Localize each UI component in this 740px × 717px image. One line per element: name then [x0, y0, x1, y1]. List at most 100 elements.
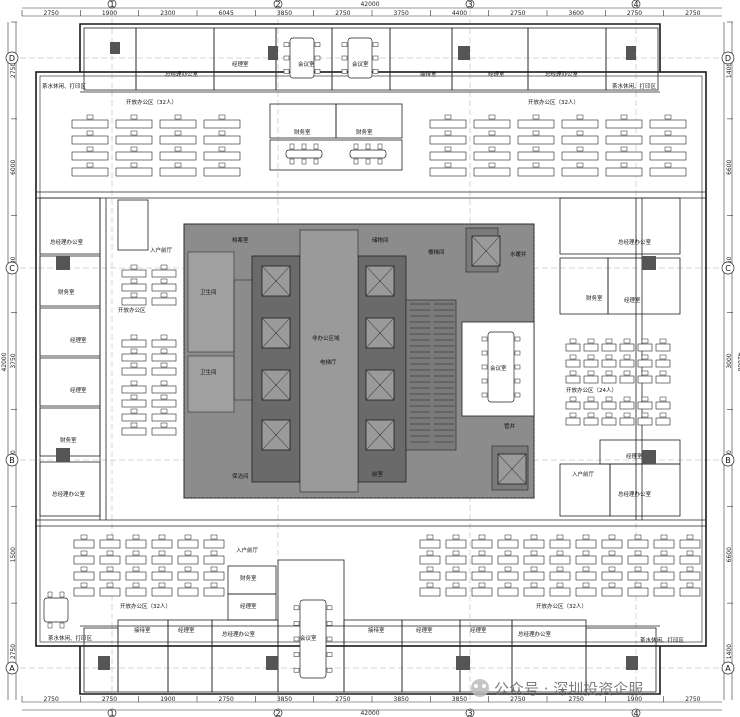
- desk-chair: [582, 582, 590, 588]
- meeting-chair: [372, 69, 379, 74]
- workstation-desk: [497, 587, 519, 597]
- workstation-desk: [121, 283, 147, 292]
- desk-chair: [86, 162, 94, 168]
- meeting-chair: [47, 591, 53, 598]
- label-mgr-bottom-3: 经理室: [416, 626, 433, 634]
- workstation-desk: [601, 375, 617, 384]
- desk-chair: [641, 338, 649, 344]
- meeting-chair: [341, 55, 348, 61]
- workstation-desk: [73, 539, 95, 549]
- desk-chair: [587, 370, 595, 376]
- workstation-desk: [679, 571, 701, 581]
- label-exec-top-left: 总经理办公室: [165, 70, 199, 78]
- workstation-desk: [619, 359, 635, 368]
- desk-chair: [686, 566, 694, 572]
- dimBottom-label: 1900: [160, 696, 175, 703]
- meeting-chair: [326, 667, 333, 673]
- label-wc-1: 卫生间: [200, 288, 217, 296]
- label-mgr-left-2: 经理室: [70, 386, 87, 394]
- workstation-desk: [99, 555, 121, 565]
- label-open-right: 开放办公区（24人）: [566, 386, 617, 394]
- dimBottom-label: 3850: [394, 696, 409, 703]
- label-tea-top-left: 茶水休闲、打印区: [42, 82, 87, 90]
- workstation-desk: [125, 539, 147, 549]
- workstation-desk: [203, 587, 225, 597]
- grid-row-a-right: A: [725, 664, 731, 673]
- workstation-desk: [601, 571, 623, 581]
- desk-chair: [160, 278, 168, 284]
- workstation-desk: [473, 119, 511, 129]
- dimTop-label: 6045: [219, 10, 234, 17]
- workstation-desk: [575, 587, 597, 597]
- workstation-desk: [649, 135, 687, 145]
- workstation-desk: [575, 555, 597, 565]
- label-shaft: 管井: [504, 422, 516, 430]
- dimTop-label: 3600: [569, 10, 584, 17]
- meeting-chair: [326, 652, 333, 657]
- desk-chair: [478, 582, 486, 588]
- desk-chair: [569, 396, 577, 402]
- workstation-desk: [549, 555, 571, 565]
- meeting-chair: [481, 350, 488, 356]
- desk-chair: [532, 162, 540, 168]
- desk-chair: [160, 348, 168, 354]
- workstation-desk: [637, 375, 653, 384]
- label-mgr-right-1: 经理室: [624, 296, 641, 304]
- workstation-desk: [177, 587, 199, 597]
- label-stair: 楼梯间: [428, 248, 445, 256]
- workstation-desk: [429, 167, 467, 177]
- workstation-desk: [151, 339, 177, 348]
- desk-chair: [130, 278, 138, 284]
- workstation-desk: [549, 587, 571, 597]
- workstation-desk: [71, 135, 109, 145]
- desk-chair: [686, 550, 694, 556]
- workstation-desk: [619, 417, 635, 426]
- workstation-desk: [471, 555, 493, 565]
- desk-chair: [582, 550, 590, 556]
- label-tea-bottom-right: 茶水休闲、打印区: [640, 636, 685, 644]
- desk-chair: [488, 114, 496, 120]
- desk-chair: [218, 146, 226, 152]
- desk-chair: [620, 162, 628, 168]
- workstation-desk: [523, 587, 545, 597]
- desk-chair: [184, 550, 192, 556]
- grid-col-2-bottom: 2: [275, 709, 280, 717]
- workstation-desk: [679, 587, 701, 597]
- grid-col-3-bottom: 3: [467, 709, 472, 717]
- workstation-desk: [601, 343, 617, 352]
- grid-row-b-left: B: [9, 456, 15, 465]
- workstation-desk: [203, 151, 241, 161]
- desk-chair: [582, 566, 590, 572]
- workstation-desk: [549, 571, 571, 581]
- desk-chair: [444, 162, 452, 168]
- workstation-desk: [159, 135, 197, 145]
- workstation-desk: [649, 119, 687, 129]
- elevator-cross: [261, 317, 291, 349]
- desk-chair: [184, 566, 192, 572]
- elevator-cross: [365, 317, 395, 349]
- desk-chair: [478, 534, 486, 540]
- label-open-bottom-left: 开放办公区（32人）: [120, 602, 171, 610]
- workstation-desk: [605, 151, 643, 161]
- meeting-chair: [293, 621, 300, 626]
- workstation-desk: [565, 343, 581, 352]
- desk-chair: [174, 114, 182, 120]
- desk-chair: [210, 534, 218, 540]
- top-rooms: [83, 27, 659, 171]
- workstation-desk: [121, 399, 147, 408]
- meeting-chair: [341, 69, 348, 74]
- workstation-desk: [151, 427, 177, 436]
- workstation-desk: [445, 539, 467, 549]
- workstation-desk: [601, 539, 623, 549]
- label-reception-bottom-2: 接待室: [368, 626, 385, 634]
- label-mgr-left-1: 经理室: [70, 336, 87, 344]
- dimBottom-label: 1900: [627, 696, 642, 703]
- workstation-desk: [121, 367, 147, 376]
- workstation-desk: [565, 401, 581, 410]
- desk-chair: [488, 130, 496, 136]
- desk-chair: [106, 550, 114, 556]
- desk-chair: [160, 334, 168, 340]
- meeting-chair: [326, 621, 333, 626]
- workstation-desk: [151, 555, 173, 565]
